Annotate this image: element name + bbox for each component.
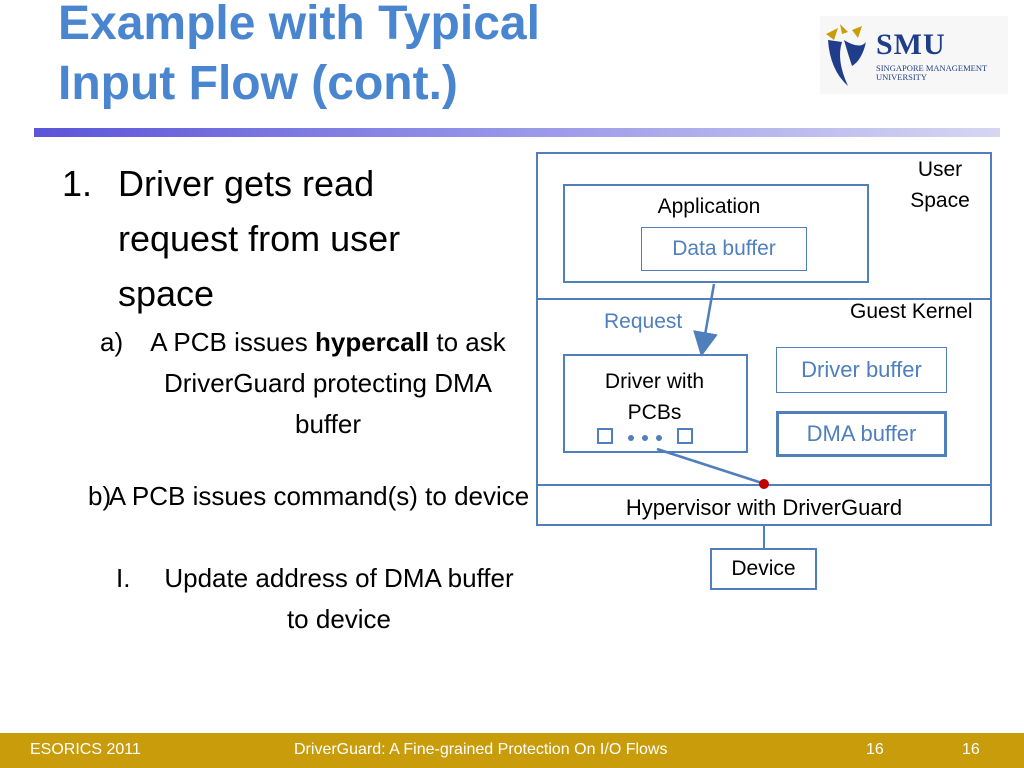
footer-title: DriverGuard: A Fine-grained Protection O… (294, 741, 668, 758)
driver-buffer-box: Driver buffer (776, 347, 947, 393)
footer-conference: ESORICS 2011 (30, 741, 141, 758)
bullet-b1-marker: I. (116, 563, 131, 593)
bullet-b-text: A PCB issues command(s) to device (108, 481, 530, 511)
footer-slide-number: 16 (962, 741, 980, 758)
hypervisor-label: Hypervisor with DriverGuard (625, 495, 903, 520)
dma-buffer-box: DMA buffer (776, 411, 947, 457)
title-line-1: Example with Typical (58, 0, 540, 50)
user-space-label: User Space (910, 158, 970, 212)
smu-logo: SMU SINGAPORE MANAGEMENT UNIVERSITY (820, 16, 1008, 94)
driver-box (563, 354, 748, 453)
device-box: Device (710, 548, 817, 590)
footer-page-number: 16 (866, 741, 884, 758)
guest-kernel-label: Guest Kernel (850, 300, 973, 323)
bullet-b1-text: Update address of DMA buffer to device (164, 563, 514, 634)
bullet-a-marker: a) (100, 327, 124, 357)
logo-subtitle: SINGAPORE MANAGEMENT UNIVERSITY (876, 63, 988, 82)
slide-footer: ESORICS 2011 DriverGuard: A Fine-grained… (0, 733, 1024, 768)
bullet-1-text: Driver gets read request from user space (118, 163, 401, 314)
logo-text: SMU (876, 28, 946, 61)
title-line-2: Input Flow (cont.) (58, 57, 458, 110)
application-label: Application (657, 195, 761, 218)
bullet-a-bold: hypercall (314, 327, 430, 357)
data-buffer-box: Data buffer (641, 227, 807, 271)
hypervisor-region (536, 484, 992, 526)
bullet-b-marker: b) (88, 481, 112, 511)
request-label: Request (604, 310, 683, 333)
driver-label: Driver with PCBs (604, 370, 705, 424)
lion-crest-icon (826, 24, 866, 86)
bullet-a-text-before: A PCB issues (150, 327, 315, 357)
title-underline (34, 128, 1000, 137)
bullet-a-text: A PCB issues hypercall to ask DriverGuar… (138, 322, 518, 445)
slide-title: Example with Typical Input Flow (cont.) (58, 0, 540, 114)
bullet-a-text-after: to ask DriverGuard protecting DMA buffer (164, 327, 506, 439)
bullet-1-marker: 1. (62, 163, 93, 204)
